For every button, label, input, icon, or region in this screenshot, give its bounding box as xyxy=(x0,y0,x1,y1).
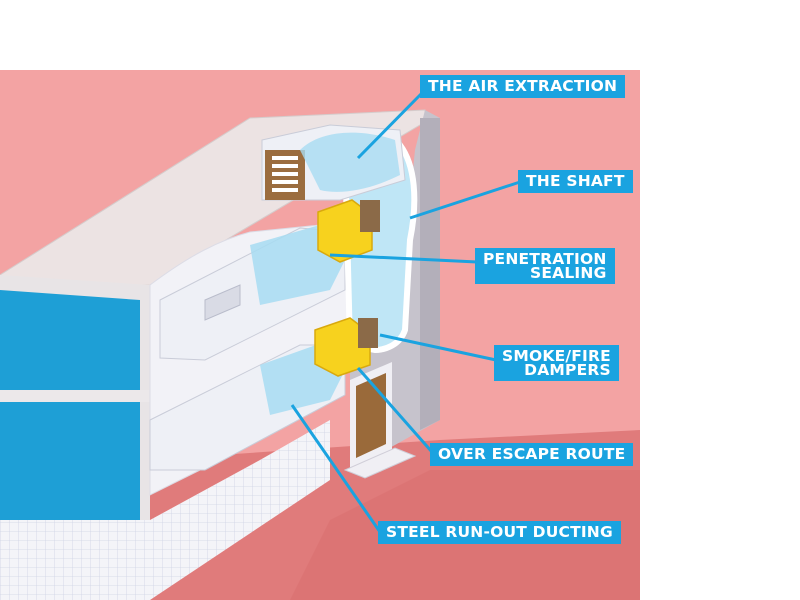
label-penetration-sealing: PENETRATION SEALING xyxy=(475,248,615,284)
leader-shaft xyxy=(409,180,521,220)
upper-damper-collar xyxy=(360,200,380,232)
label-steel-run-out-ducting: STEEL RUN-OUT DUCTING xyxy=(378,521,621,544)
leader-escape-route xyxy=(356,367,434,453)
upper-damper xyxy=(317,199,373,263)
shaft xyxy=(341,141,418,354)
lower-damper xyxy=(314,317,371,377)
left-room-lower xyxy=(0,400,140,520)
label-over-escape-route: OVER ESCAPE ROUTE xyxy=(430,443,634,466)
label-dampers-line1: SMOKE/FIRE xyxy=(502,347,611,365)
door-step xyxy=(343,447,417,479)
left-room-upper xyxy=(0,290,140,390)
leader-penetration xyxy=(329,253,478,264)
label-penetration-line2: SEALING xyxy=(530,264,607,282)
leader-run-out-ducting xyxy=(290,404,382,533)
label-smoke-fire-dampers: SMOKE/FIRE DAMPERS xyxy=(494,345,619,381)
side-wall-shade xyxy=(420,118,440,430)
label-air-extraction: THE AIR EXTRACTION xyxy=(420,75,626,98)
label-air-extraction-text: THE AIR EXTRACTION xyxy=(428,77,618,95)
label-run-out-ducting-text: STEEL RUN-OUT DUCTING xyxy=(386,523,613,541)
leader-dampers xyxy=(379,333,497,362)
label-penetration-line1: PENETRATION xyxy=(483,250,607,268)
mid-floor-slab xyxy=(0,390,150,402)
escape-door xyxy=(356,373,386,458)
grille-slats xyxy=(272,156,298,192)
label-shaft: THE SHAFT xyxy=(518,170,633,193)
label-escape-route-text: OVER ESCAPE ROUTE xyxy=(438,445,626,463)
leader-air-extraction xyxy=(356,90,425,160)
kitchen-hood xyxy=(204,284,241,321)
lower-floor-grid xyxy=(0,420,330,600)
leader-lines xyxy=(290,90,521,533)
lower-damper-collar xyxy=(358,318,378,348)
label-dampers-line2: DAMPERS xyxy=(524,361,611,379)
label-shaft-text: THE SHAFT xyxy=(526,172,625,190)
extraction-duct-blue xyxy=(300,132,400,192)
